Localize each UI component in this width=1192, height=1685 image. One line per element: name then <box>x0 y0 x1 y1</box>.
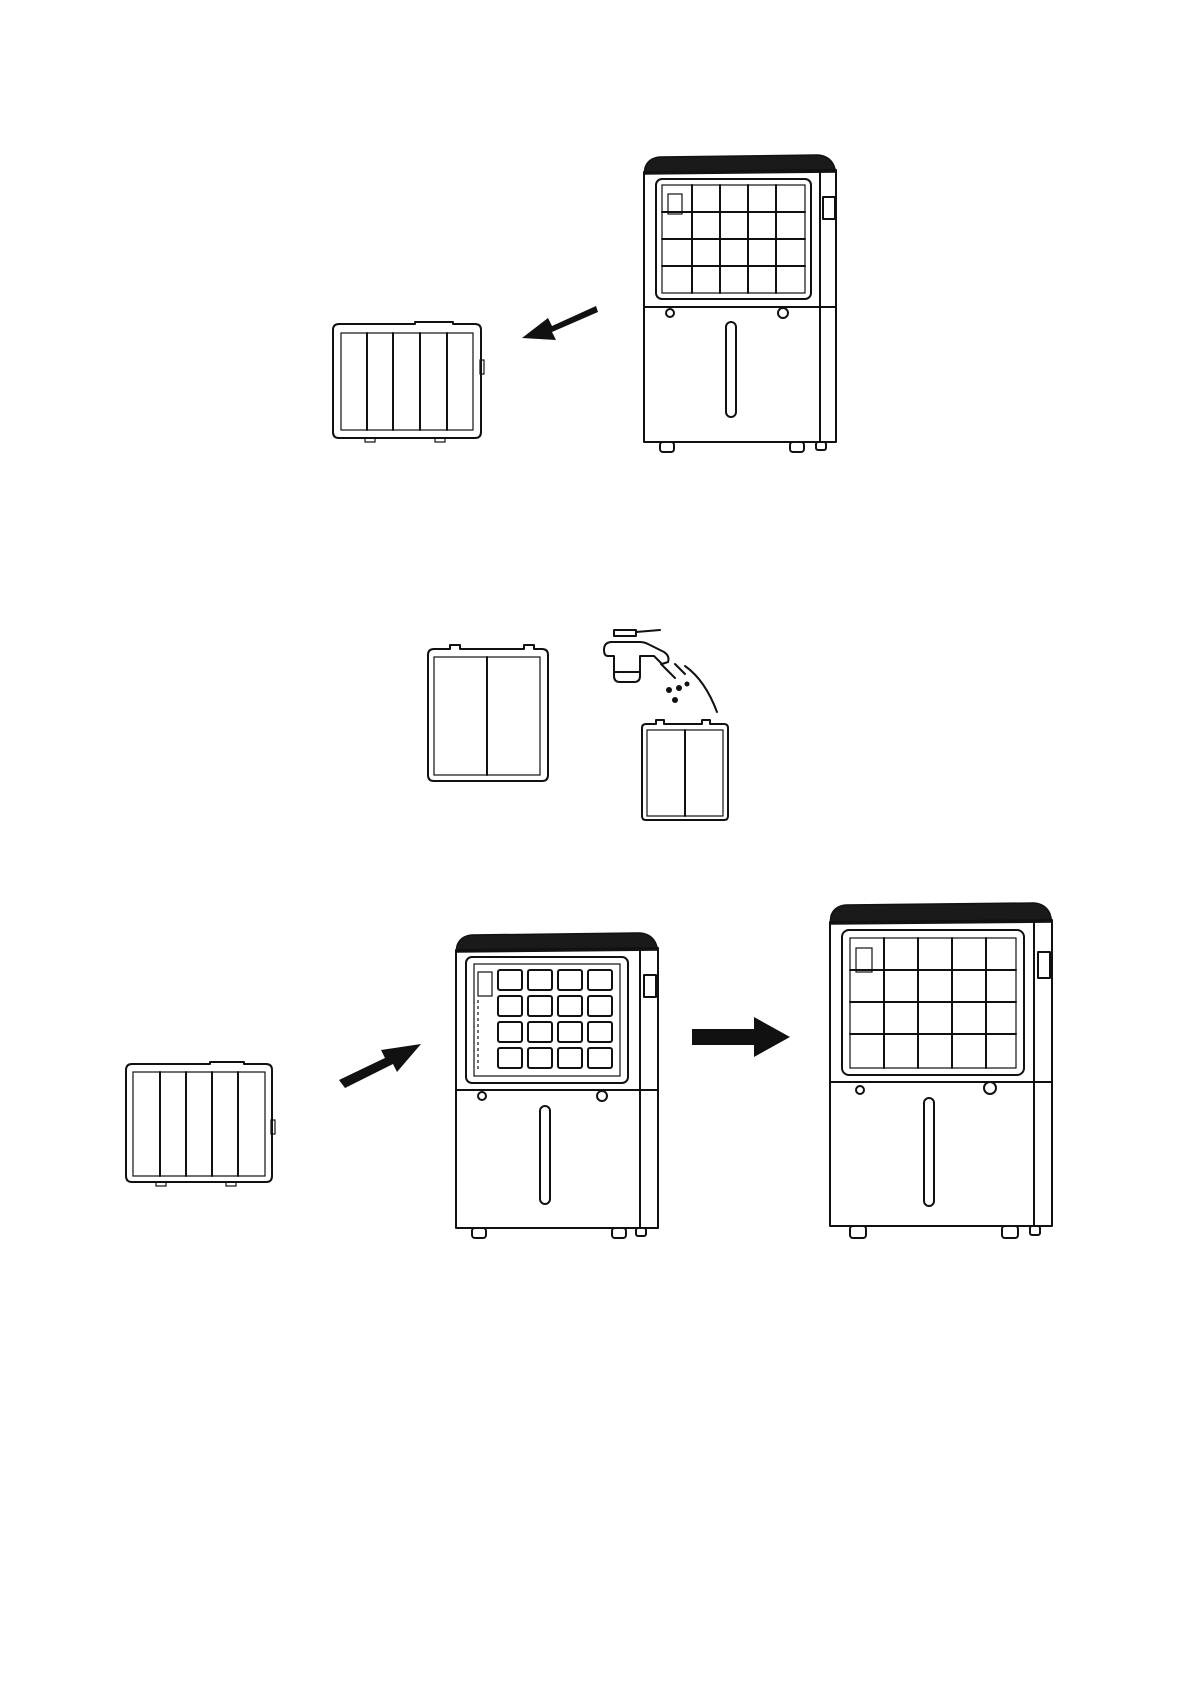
step4-dehumidifier-complete-icon <box>826 900 1056 1250</box>
water-drops-icon <box>655 660 725 720</box>
step1-dehumidifier-open-icon <box>640 152 840 462</box>
step2-filter-washed-icon <box>636 720 732 822</box>
step3-filter-icon <box>120 1060 278 1190</box>
step1-filter-removed-icon <box>325 320 487 444</box>
arrow-right-icon <box>692 1015 792 1060</box>
step3-dehumidifier-empty-icon <box>452 930 662 1250</box>
arrow-up-right-icon <box>335 1040 425 1090</box>
step2-filter-icon <box>420 645 552 785</box>
arrow-down-left-icon <box>520 300 600 350</box>
